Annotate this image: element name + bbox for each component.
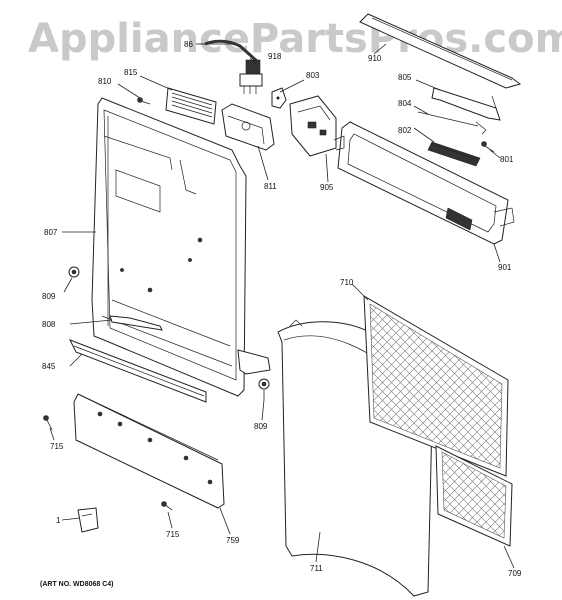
part-901-control-panel — [337, 121, 515, 245]
label-86: 86 — [184, 40, 193, 49]
part-86-wire-harness — [200, 39, 263, 94]
part-811-vent-housing — [221, 103, 275, 151]
part-815-vent — [165, 87, 217, 125]
part-715-screw-right — [161, 501, 173, 511]
leader-lines — [49, 43, 515, 569]
label-910: 910 — [368, 54, 382, 63]
label-759: 759 — [226, 536, 240, 545]
part-804-rod — [417, 111, 487, 135]
label-809-left: 809 — [42, 292, 56, 301]
part-805-bracket — [431, 87, 501, 121]
label-809-right: 809 — [254, 422, 268, 431]
part-759-kick-plate — [73, 393, 225, 509]
label-711: 711 — [310, 564, 323, 573]
part-710-insulation-pad — [363, 295, 509, 477]
part-807-inner-door — [91, 97, 271, 397]
part-810-screw — [137, 97, 151, 105]
label-803: 803 — [306, 71, 320, 80]
label-804: 804 — [398, 99, 412, 108]
label-808: 808 — [42, 320, 56, 329]
label-810: 810 — [98, 77, 112, 86]
part-808-bracket — [109, 315, 163, 331]
part-1-leaflet — [77, 507, 99, 533]
label-710: 710 — [340, 278, 354, 287]
part-845-trim-strip — [68, 339, 207, 403]
watermark-text: AppliancePartsPros.com — [28, 16, 562, 62]
label-715-left: 715 — [50, 442, 64, 451]
part-715-screw-left — [43, 415, 53, 431]
part-809-foot-right — [258, 378, 270, 400]
label-1: 1 — [56, 516, 61, 525]
label-905: 905 — [320, 183, 334, 192]
label-801: 801 — [500, 155, 514, 164]
part-910-top-rail — [359, 13, 522, 89]
part-801-screw — [481, 141, 495, 153]
label-811: 811 — [264, 182, 277, 191]
part-labels: 86 918 910 810 815 803 805 804 802 801 8… — [42, 40, 522, 578]
label-805: 805 — [398, 73, 412, 82]
part-905-control-board — [289, 95, 345, 157]
art-number: (ART NO. WD8068 C4) — [40, 581, 114, 588]
part-709-insulation-pad — [435, 445, 513, 547]
label-709: 709 — [508, 569, 522, 578]
part-803-small-bracket — [271, 87, 287, 109]
label-807: 807 — [44, 228, 58, 237]
label-845: 845 — [42, 362, 56, 371]
label-901: 901 — [498, 263, 512, 272]
label-715-right: 715 — [166, 530, 180, 539]
part-809-foot-left — [68, 266, 80, 278]
label-918: 918 — [268, 52, 282, 61]
label-815: 815 — [124, 68, 138, 77]
part-802-button-strip — [427, 141, 481, 167]
label-802: 802 — [398, 126, 412, 135]
